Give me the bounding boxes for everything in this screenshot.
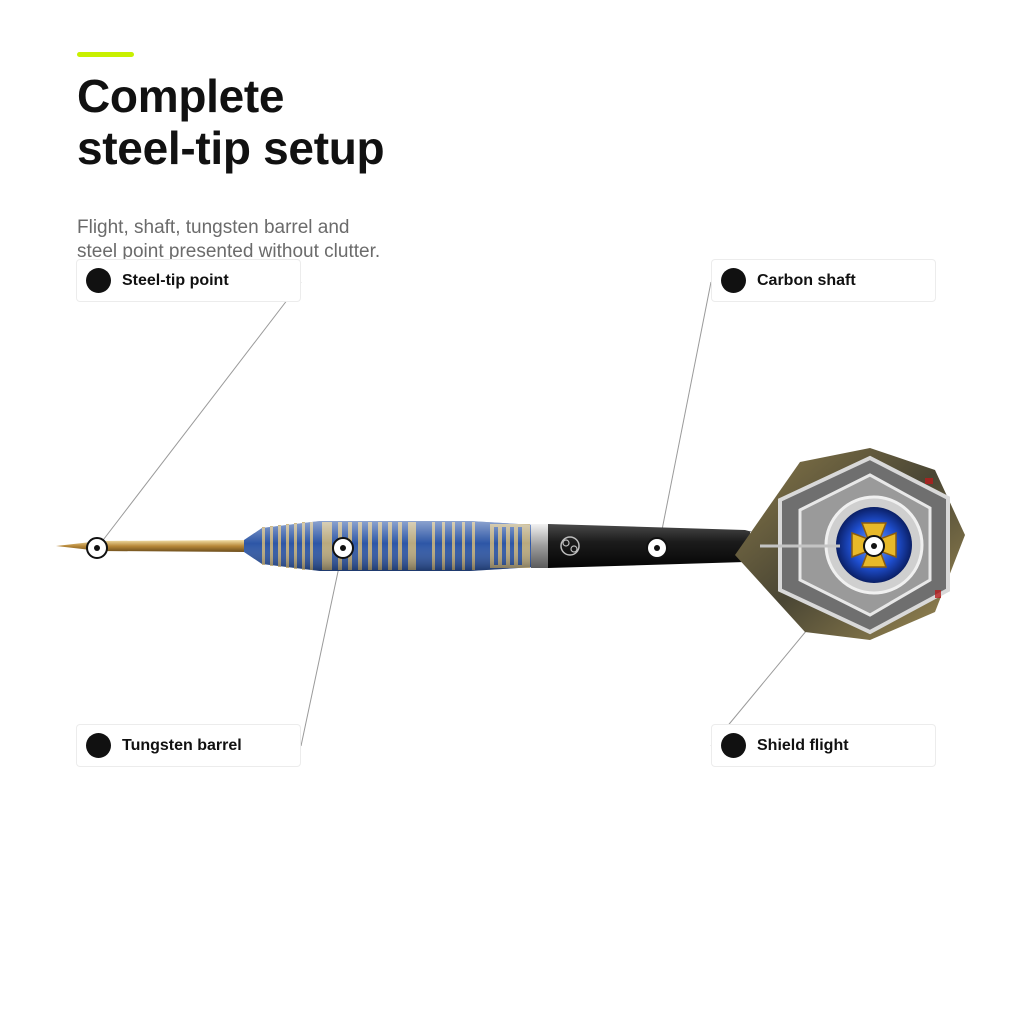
leader-line-shaft (659, 281, 712, 541)
callout-shield-flight: Shield flight (711, 724, 936, 767)
page-title: Complete steel-tip setup (77, 70, 385, 174)
callout-dot-icon (721, 268, 746, 293)
callout-label: Carbon shaft (757, 271, 856, 289)
marker-point (86, 537, 108, 559)
accent-bar (77, 52, 134, 57)
leader-line-barrel (300, 547, 344, 747)
marker-flight (863, 535, 885, 557)
shield-flight (735, 448, 965, 640)
leader-lines (96, 281, 808, 747)
callout-tungsten-barrel: Tungsten barrel (76, 724, 301, 767)
part-markers (86, 535, 885, 559)
marker-barrel (332, 537, 354, 559)
callout-label: Steel-tip point (122, 271, 229, 289)
callout-dot-icon (86, 733, 111, 758)
callout-carbon-shaft: Carbon shaft (711, 259, 936, 302)
callout-dot-icon (86, 268, 111, 293)
title-line-2: steel-tip setup (77, 122, 385, 174)
subtitle-line-2: steel point presented without clutter. (77, 241, 381, 260)
title-line-1: Complete (77, 70, 285, 122)
callout-label: Shield flight (757, 736, 849, 754)
tungsten-barrel (244, 521, 549, 571)
callout-dot-icon (721, 733, 746, 758)
steel-point (56, 540, 246, 552)
subtitle: Flight, shaft, tungsten barrel and steel… (77, 216, 407, 260)
callout-steel-tip-point: Steel-tip point (76, 259, 301, 302)
callout-label: Tungsten barrel (122, 736, 242, 754)
subtitle-line-1: Flight, shaft, tungsten barrel and (77, 217, 350, 238)
leader-line-point (96, 281, 302, 549)
marker-shaft (646, 537, 668, 559)
